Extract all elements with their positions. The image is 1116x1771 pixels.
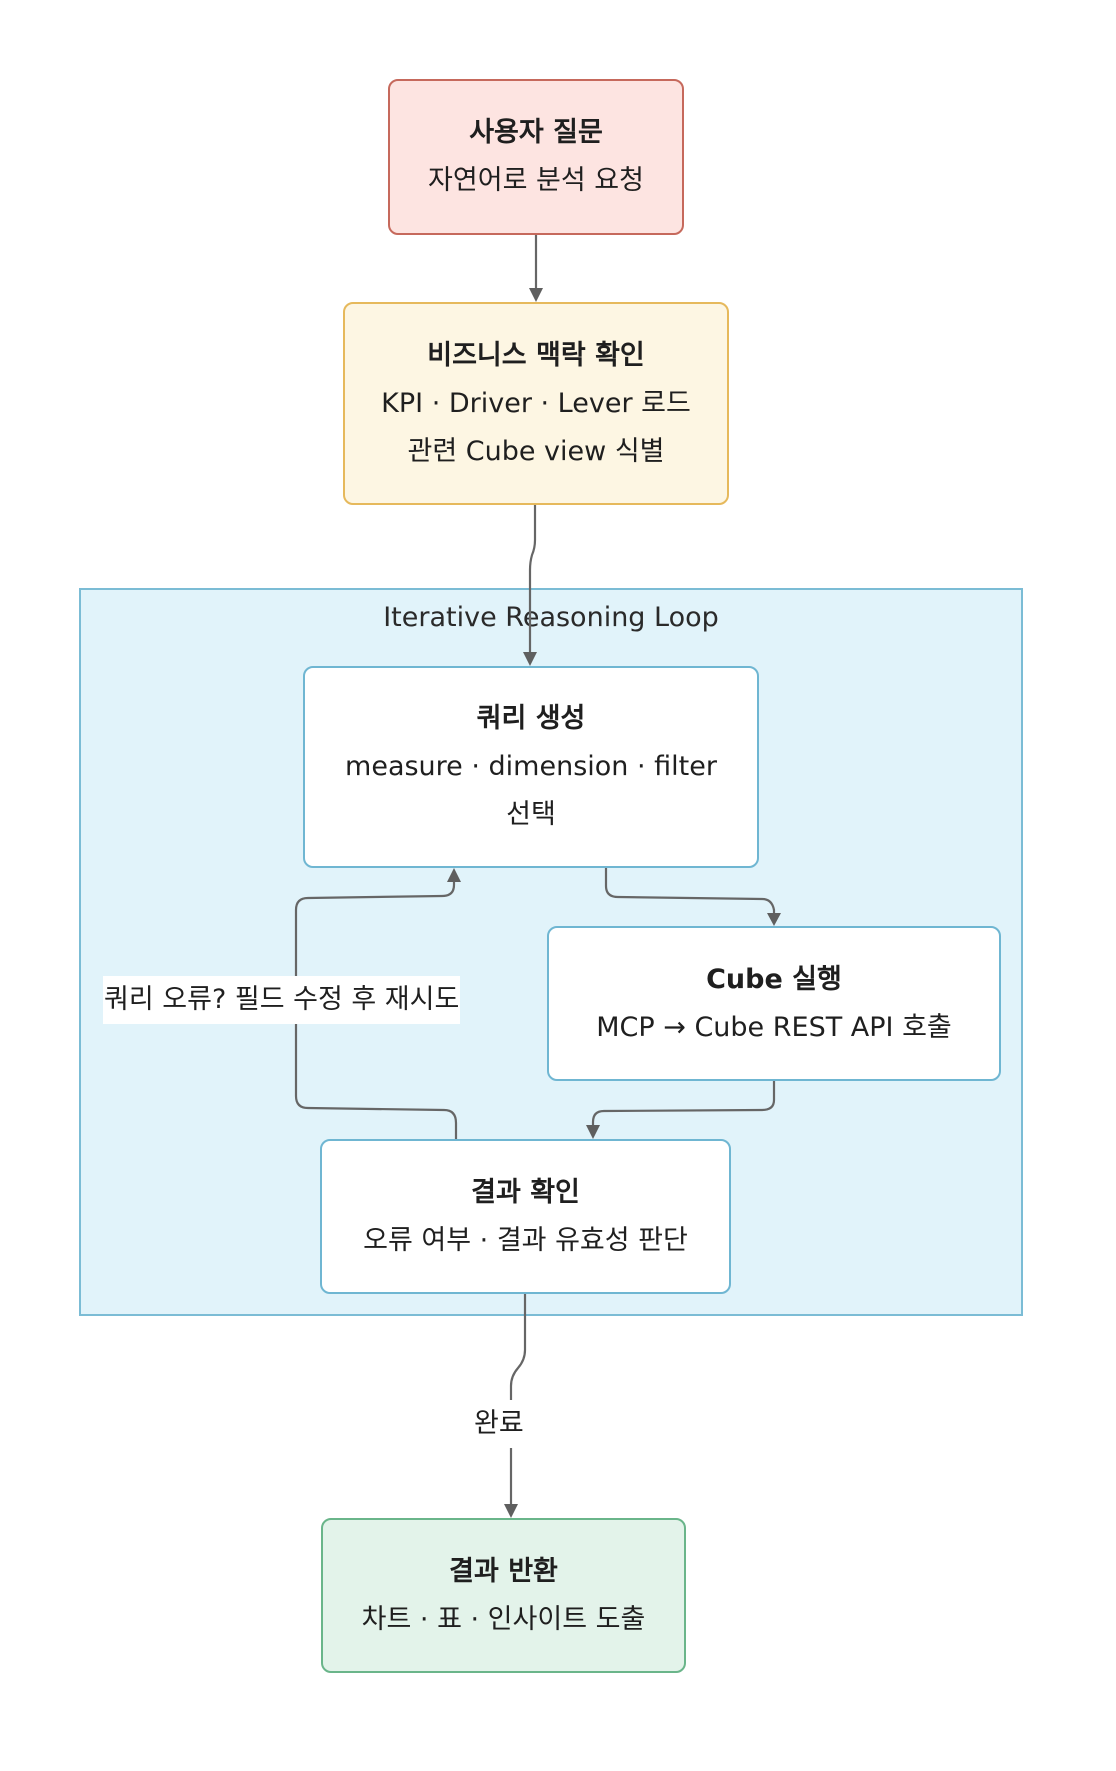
node-title: 사용자 질문 — [469, 117, 603, 148]
edge-cube-to-check — [586, 1081, 776, 1139]
node-subtitle: 관련 Cube view 식별 — [407, 435, 665, 467]
node-subtitle: MCP → Cube REST API 호출 — [596, 1011, 952, 1043]
node-title: 쿼리 생성 — [476, 703, 586, 734]
edge-check-to-return — [504, 1294, 527, 1518]
edge-user-to-context — [529, 235, 543, 302]
node-result-check[interactable]: 결과 확인 오류 여부 · 결과 유효성 판단 — [320, 1139, 731, 1294]
node-subtitle: 선택 — [506, 799, 556, 830]
group-title: Iterative Reasoning Loop — [383, 602, 719, 633]
node-title: 결과 확인 — [471, 1176, 580, 1208]
edge-context-to-query — [523, 505, 537, 666]
node-business-context[interactable]: 비즈니스 맥락 확인 KPI · Driver · Lever 로드 관련 Cu… — [343, 302, 729, 505]
edge-label-retry: 쿼리 오류? 필드 수정 후 재시도 — [103, 976, 461, 1024]
node-subtitle: 자연어로 분석 요청 — [428, 165, 644, 196]
node-title: 결과 반환 — [449, 1555, 558, 1587]
node-subtitle: KPI · Driver · Lever 로드 — [381, 387, 691, 419]
node-result-return[interactable]: 결과 반환 차트 · 표 · 인사이트 도출 — [321, 1518, 686, 1673]
node-user-question[interactable]: 사용자 질문 자연어로 분석 요청 — [388, 79, 684, 235]
node-subtitle: measure · dimension · filter — [345, 751, 717, 782]
node-cube-execution[interactable]: Cube 실행 MCP → Cube REST API 호출 — [547, 926, 1001, 1081]
node-query-generation[interactable]: 쿼리 생성 measure · dimension · filter 선택 — [303, 666, 759, 868]
node-title: Cube 실행 — [706, 963, 842, 995]
edge-label-done: 완료 — [474, 1400, 524, 1448]
node-subtitle: 차트 · 표 · 인사이트 도출 — [361, 1603, 646, 1635]
node-subtitle: 오류 여부 · 결과 유효성 판단 — [363, 1224, 688, 1256]
edge-query-to-cube — [604, 868, 781, 926]
node-title: 비즈니스 맥락 확인 — [427, 339, 645, 371]
